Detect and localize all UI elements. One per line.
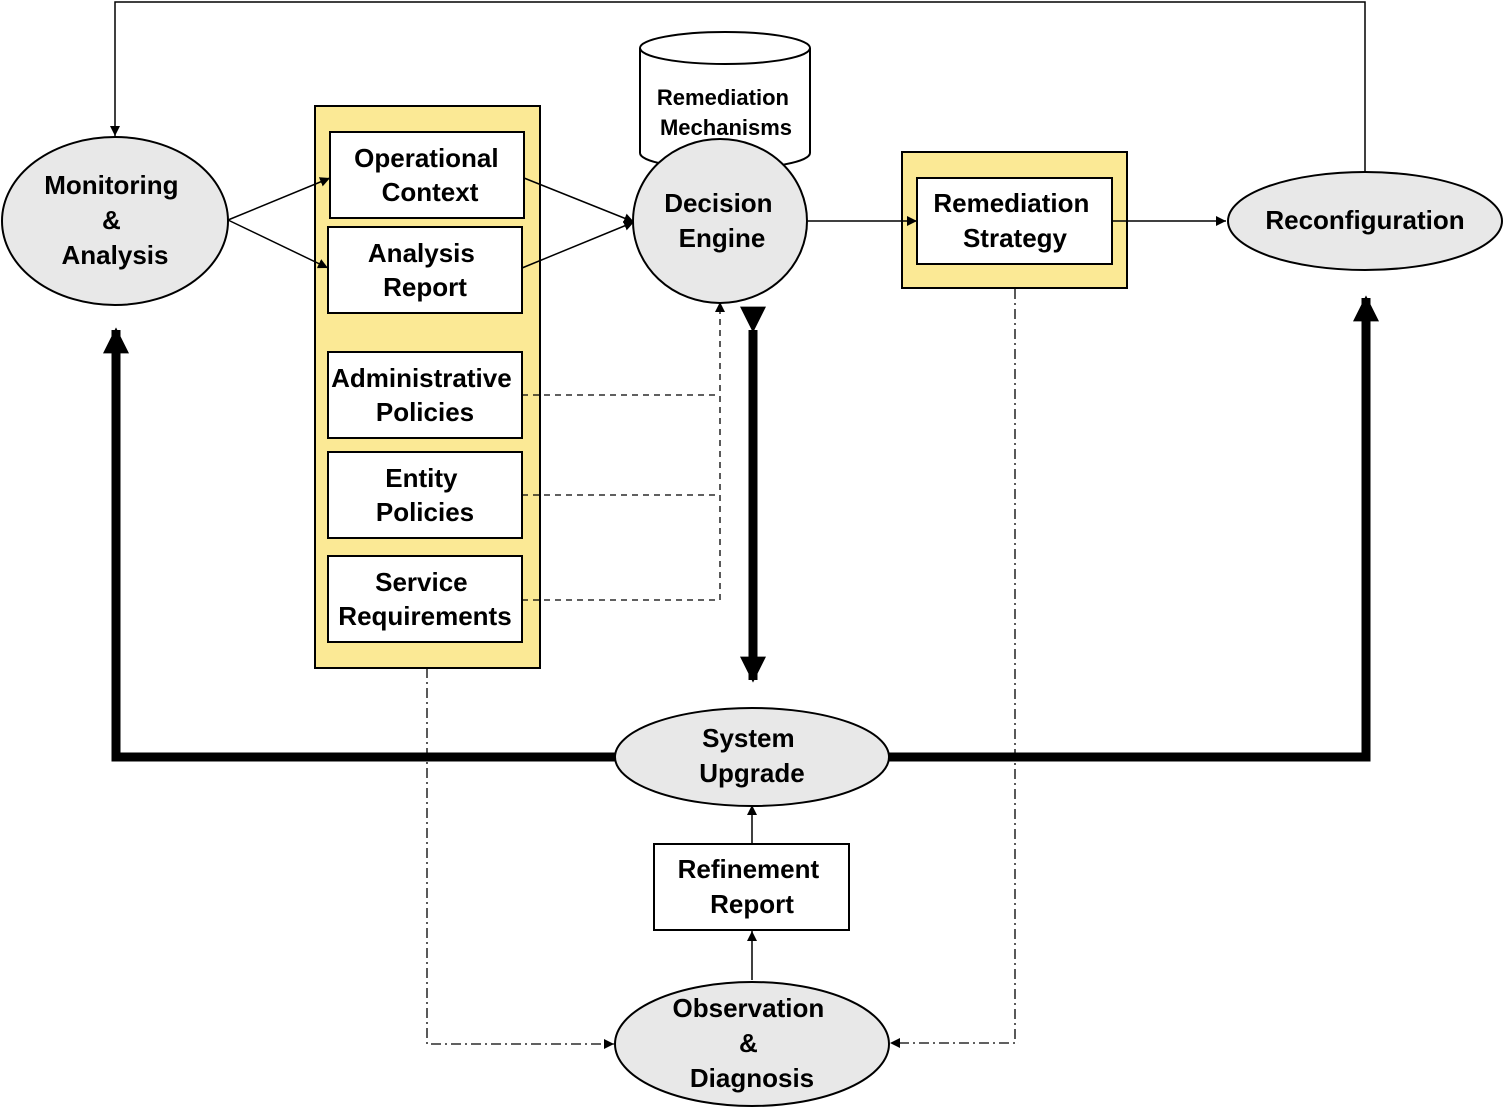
entity-policies-label: Entity Policies xyxy=(376,463,474,527)
administrative-policies-box xyxy=(327,351,523,439)
service-requirements-label: Service Requirements xyxy=(338,567,511,631)
remediation-strategy-box xyxy=(916,177,1113,265)
decision-engine-label: Decision Engine xyxy=(664,188,780,253)
decision-engine-node xyxy=(632,138,808,304)
strategy-to-observation-arrow xyxy=(890,289,1016,1048)
operational-context-label: Operational Context xyxy=(354,143,506,207)
analysis-report-label: Analysis Report xyxy=(368,238,482,302)
entity-policies-box xyxy=(327,451,523,539)
remediation-strategy-label: Remediation Strategy xyxy=(933,188,1096,253)
reconfiguration-label: Reconfiguration xyxy=(1265,205,1464,235)
operational-context-box xyxy=(329,131,525,219)
panel-to-observation-arrow xyxy=(426,668,614,1049)
refinement-report-box xyxy=(653,843,850,931)
context-to-engine-arrow xyxy=(523,177,635,223)
service-requirements-box xyxy=(327,555,523,643)
monitoring-analysis-node xyxy=(1,136,229,306)
monitoring-to-context-arrow xyxy=(227,177,331,221)
report-to-engine-arrow xyxy=(521,221,635,269)
monitoring-analysis-label: Monitoring & Analysis xyxy=(44,170,186,270)
system-upgrade-node xyxy=(614,707,890,807)
observation-diagnosis-label: Observation & Diagnosis xyxy=(673,993,832,1093)
remediation-mechanisms-label: Remediation Mechanisms xyxy=(657,85,795,140)
system-upgrade-label: System Upgrade xyxy=(699,723,804,788)
reconfiguration-node xyxy=(1227,171,1503,271)
analysis-report-box xyxy=(327,226,523,314)
administrative-policies-label: Administrative Policies xyxy=(331,363,519,427)
upgrade-to-reconfig-arrow xyxy=(888,295,1379,762)
feedback-loop-arrow xyxy=(110,1,1366,172)
upgrade-to-monitoring-arrow xyxy=(103,327,615,762)
monitoring-to-report-arrow xyxy=(227,219,329,269)
refinement-report-label: Refinement Report xyxy=(678,854,827,919)
observation-diagnosis-node xyxy=(614,981,890,1107)
